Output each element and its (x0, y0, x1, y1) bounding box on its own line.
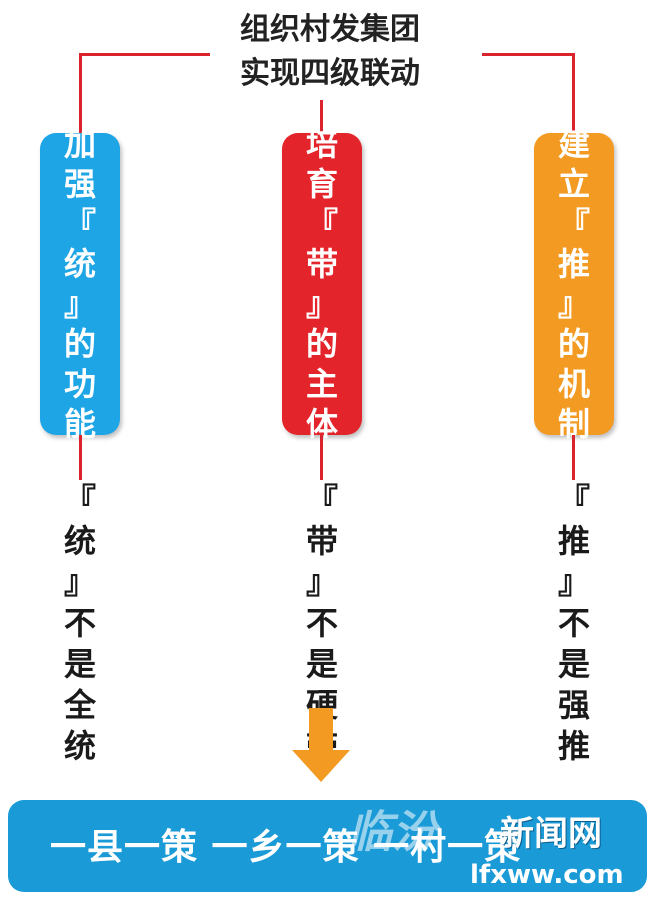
label-char: 是 (63, 645, 96, 683)
label-char: 『 (63, 481, 96, 519)
label-char: 推 (557, 727, 590, 765)
pill-char: 推 (557, 245, 590, 283)
pill-char: 的 (63, 325, 96, 363)
pill-establish-mechanism: 建 立 『 推 』 的 机 制 (534, 125, 614, 443)
pill-char: 的 (557, 325, 590, 363)
pill-strengthen-coordination: 加 强 『 统 』 的 功 能 (40, 125, 120, 443)
label-push-not-coerced: 『 推 』 不 是 强 推 (544, 480, 604, 767)
label-char: 全 (63, 686, 96, 724)
pill-char: 培 (305, 125, 338, 163)
bottom-banner (8, 800, 647, 892)
arrow-head (292, 750, 350, 782)
connector-left-lower (79, 435, 82, 480)
pill-char: 主 (305, 365, 338, 403)
connector-left-horizontal (80, 53, 210, 56)
label-char: 』 (557, 563, 590, 601)
label-char: 带 (305, 522, 338, 560)
connector-right-vertical (572, 53, 575, 133)
pill-char: 『 (305, 205, 338, 243)
bottom-banner-text: 一县一策 一乡一策 一村一策 (50, 827, 522, 868)
title-line-1: 组织村发集团 (240, 12, 420, 47)
label-char: 『 (305, 481, 338, 519)
label-char: 不 (63, 604, 96, 642)
label-char: 统 (63, 522, 96, 560)
pill-char: 加 (63, 125, 96, 163)
arrow-shaft (309, 708, 333, 752)
down-arrow-icon (292, 708, 350, 782)
connector-center-lower (320, 435, 323, 480)
label-char: 推 (557, 522, 590, 560)
pill-char: 立 (557, 165, 590, 203)
pill-char: 』 (63, 285, 96, 323)
pill-char: 功 (63, 365, 96, 403)
pill-cultivate-leaders: 培 育 『 带 』 的 主 体 (282, 125, 362, 443)
label-char: 』 (305, 563, 338, 601)
pill-char: 『 (63, 205, 96, 243)
pill-char: 』 (305, 285, 338, 323)
pill-char: 机 (557, 365, 590, 403)
label-char: 不 (305, 604, 338, 642)
connector-center-vertical (320, 100, 323, 133)
pill-char: 育 (305, 165, 338, 203)
pill-char: 的 (305, 325, 338, 363)
watermark-site-name: 新闻网 (500, 814, 602, 854)
label-char: 统 (63, 727, 96, 765)
connector-right-lower (572, 435, 575, 480)
pill-char: 强 (63, 165, 96, 203)
label-char: 不 (557, 604, 590, 642)
pill-char: 『 (557, 205, 590, 243)
label-char: 是 (305, 645, 338, 683)
label-char: 』 (63, 563, 96, 601)
title-line-2: 实现四级联动 (240, 56, 420, 91)
pill-char: 统 (63, 245, 96, 283)
diagram-title: 组织村发集团 实现四级联动 (170, 8, 490, 96)
label-coordinate-not-total: 『 统 』 不 是 全 统 (50, 480, 110, 767)
pill-char: 带 (305, 245, 338, 283)
pill-char: 建 (557, 125, 590, 163)
connector-right-horizontal (482, 53, 574, 56)
label-char: 是 (557, 645, 590, 683)
pill-char: 』 (557, 285, 590, 323)
label-char: 强 (557, 686, 590, 724)
label-char: 『 (557, 481, 590, 519)
connector-left-vertical (79, 53, 82, 133)
watermark-url: lfxww.com (470, 860, 624, 890)
watermark-logo: 临汾 (348, 807, 436, 858)
